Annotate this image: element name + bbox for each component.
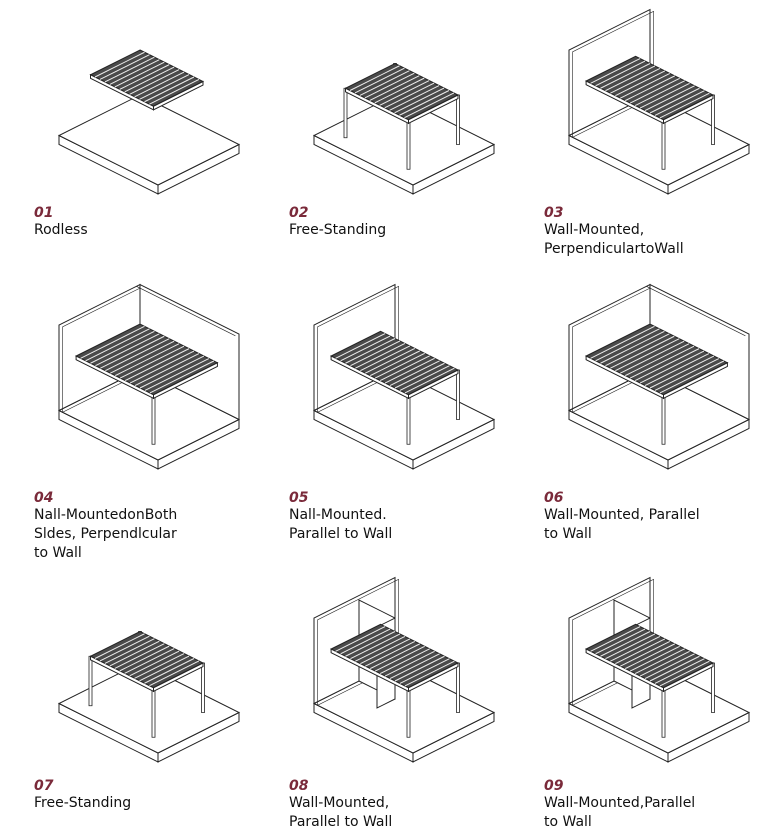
type-number: 03: [544, 205, 564, 221]
pergola-illustration: [57, 630, 241, 763]
pergola-illustration: [567, 8, 751, 195]
type-number: 08: [289, 778, 309, 794]
type-label: Wall-Mounted,Parallel to Wall: [544, 795, 696, 830]
type-label: Free-Standing: [289, 222, 387, 238]
type-label: Nall-Mounted. Parallel to Wall: [289, 507, 393, 542]
pergola-illustration: [312, 62, 496, 195]
type-label: Rodless: [34, 222, 88, 238]
pergola-illustration: [57, 283, 241, 470]
type-label: Free-Standing: [34, 795, 132, 811]
pergola-illustration: [567, 283, 751, 470]
type-number: 02: [289, 205, 309, 221]
type-number: 07: [34, 778, 54, 794]
type-label: Wall-Mounted, Parallel to Wall: [544, 507, 700, 542]
type-number: 06: [544, 490, 564, 506]
pergola-illustration: [567, 576, 751, 763]
pergola-illustration: [312, 576, 496, 763]
pergola-illustration: [312, 283, 496, 470]
type-number: 05: [289, 490, 309, 506]
pergola-illustration: [57, 49, 241, 195]
type-label: Wall-Mounted, Parallel to Wall: [289, 795, 393, 830]
type-number: 09: [544, 778, 564, 794]
type-label: Nall-MountedonBoth Sldes, Perpendlcular …: [34, 507, 178, 561]
type-label: Wall-Mounted, PerpendiculartoWall: [544, 222, 684, 257]
type-number: 04: [34, 490, 54, 506]
type-number: 01: [34, 205, 54, 221]
